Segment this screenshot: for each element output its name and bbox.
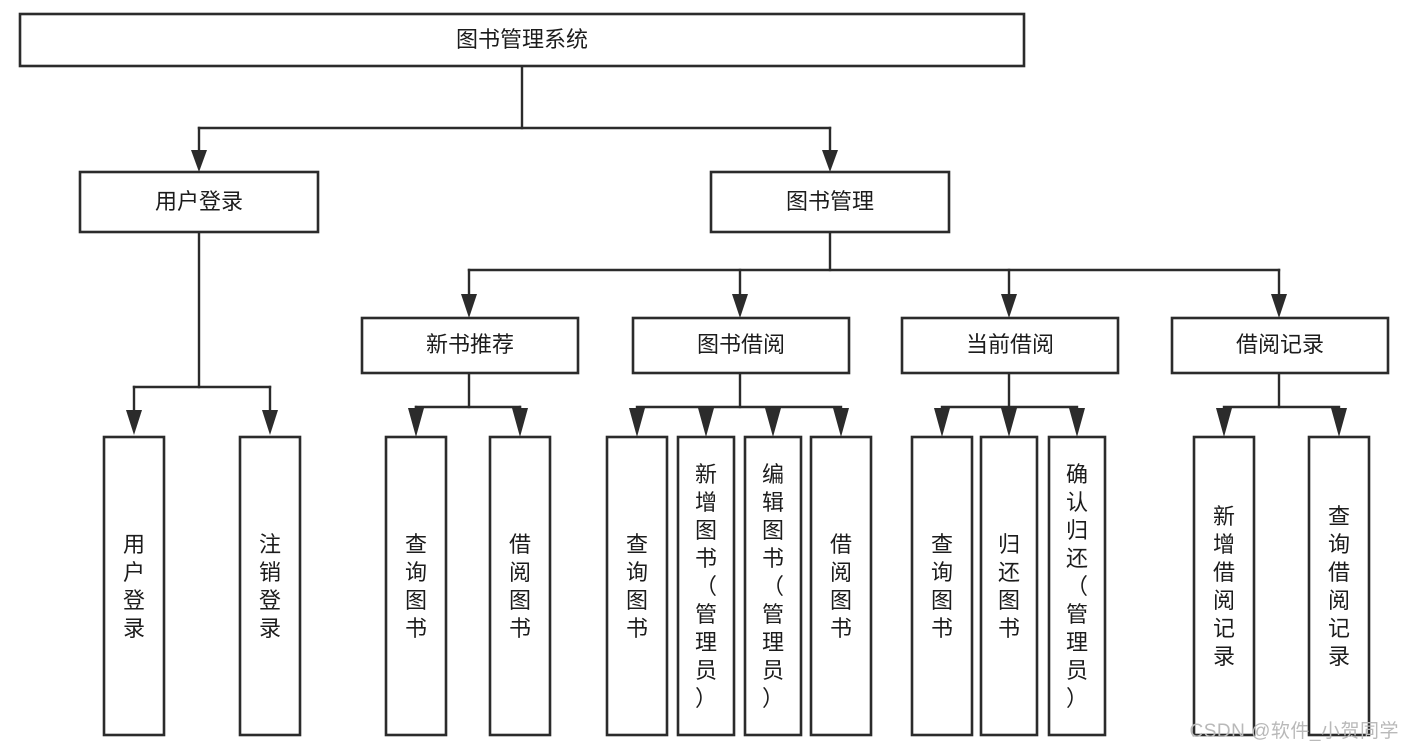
node-current-borrow-box <box>900 316 1120 375</box>
node-new-book-recommend[interactable]: 新书推荐 <box>360 316 580 375</box>
arrow-borrow-leaf2 <box>698 408 714 437</box>
leaf-current-borrow-3-box <box>1047 435 1107 737</box>
leaf-user-login-2[interactable]: 注销登录 <box>238 435 302 737</box>
node-new-book-recommend-box <box>360 316 580 375</box>
leaf-current-borrow-2-label: 归还图书 <box>998 532 1020 641</box>
leaf-book-borrow-4[interactable]: 借阅图书 <box>809 435 873 737</box>
leaf-new-book-2[interactable]: 借阅图书 <box>488 435 552 737</box>
node-new-book-recommend-label: 新书推荐 <box>426 332 514 357</box>
leaf-book-borrow-1-label: 查询图书 <box>626 532 648 641</box>
node-user-login-label: 用户登录 <box>155 189 243 214</box>
leaf-current-borrow-3[interactable]: 确认归还（管理员） <box>1047 435 1107 737</box>
node-borrow-record-label: 借阅记录 <box>1236 332 1324 357</box>
node-book-borrow[interactable]: 图书借阅 <box>631 316 851 375</box>
node-book-management[interactable]: 图书管理 <box>709 170 951 234</box>
leaf-current-borrow-3-label: 确认归还（管理员） <box>1066 462 1088 711</box>
leaf-new-book-1[interactable]: 查询图书 <box>384 435 448 737</box>
leaf-user-login-1-label: 用户登录 <box>123 532 145 641</box>
leaf-book-borrow-2[interactable]: 新增图书（管理员） <box>676 435 736 737</box>
leaf-new-book-1-label: 查询图书 <box>405 532 427 641</box>
leaf-new-book-2-box <box>488 435 552 737</box>
leaf-borrow-record-1[interactable]: 新增借阅记录 <box>1192 435 1256 737</box>
leaf-current-borrow-1-box <box>910 435 974 737</box>
node-borrow-record[interactable]: 借阅记录 <box>1170 316 1390 375</box>
arrow-book-mgmt-c1 <box>461 294 477 318</box>
arrow-record-leaf2 <box>1331 408 1347 437</box>
arrow-book-mgmt-c4 <box>1271 294 1287 318</box>
leaf-book-borrow-3[interactable]: 编辑图书（管理员） <box>743 435 803 737</box>
arrow-borrow-leaf1 <box>629 408 645 437</box>
leaf-book-borrow-3-label: 编辑图书（管理员） <box>762 462 784 711</box>
leaf-new-book-1-box <box>384 435 448 737</box>
connector-layer <box>126 64 1347 437</box>
leaf-borrow-record-1-label: 新增借阅记录 <box>1213 504 1235 669</box>
arrow-root-to-user-login <box>191 150 207 172</box>
arrow-current-leaf3 <box>1069 408 1085 437</box>
node-root-system[interactable]: 图书管理系统 <box>18 12 1026 68</box>
leaf-book-borrow-3-box <box>743 435 803 737</box>
node-borrow-record-box <box>1170 316 1390 375</box>
arrow-book-mgmt-c3 <box>1001 294 1017 318</box>
arrow-current-leaf1 <box>934 408 950 437</box>
arrow-record-leaf1 <box>1216 408 1232 437</box>
leaf-book-borrow-4-label: 借阅图书 <box>830 532 852 641</box>
arrow-newbook-leaf2 <box>512 408 528 437</box>
leaf-book-borrow-2-box <box>676 435 736 737</box>
csdn-watermark: CSDN @软件_小贺同学 <box>1189 721 1399 742</box>
leaf-current-borrow-1[interactable]: 查询图书 <box>910 435 974 737</box>
node-user-login[interactable]: 用户登录 <box>78 170 320 234</box>
leaf-current-borrow-1-label: 查询图书 <box>931 532 953 641</box>
leaf-new-book-2-label: 借阅图书 <box>509 532 531 641</box>
leaf-user-login-2-label: 注销登录 <box>259 532 281 641</box>
leaf-borrow-record-2-box <box>1307 435 1371 737</box>
arrow-borrow-leaf4 <box>833 408 849 437</box>
node-book-management-box <box>709 170 951 234</box>
leaf-book-borrow-4-box <box>809 435 873 737</box>
arrow-root-to-book-mgmt <box>822 150 838 172</box>
node-root-box <box>18 12 1026 68</box>
leaf-borrow-record-2[interactable]: 查询借阅记录 <box>1307 435 1371 737</box>
arrow-user-login-leaf2 <box>262 410 278 435</box>
node-current-borrow[interactable]: 当前借阅 <box>900 316 1120 375</box>
leaf-book-borrow-2-label: 新增图书（管理员） <box>695 462 717 711</box>
leaf-user-login-1-box <box>102 435 166 737</box>
arrow-current-leaf2 <box>1001 408 1017 437</box>
leaf-user-login-1[interactable]: 用户登录 <box>102 435 166 737</box>
arrow-borrow-leaf3 <box>765 408 781 437</box>
node-book-management-label: 图书管理 <box>786 189 874 214</box>
leaf-user-login-2-box <box>238 435 302 737</box>
node-root-label: 图书管理系统 <box>456 27 588 52</box>
leaf-current-borrow-2-box <box>979 435 1039 737</box>
leaf-book-borrow-1-box <box>605 435 669 737</box>
arrow-newbook-leaf1 <box>408 408 424 437</box>
node-book-borrow-box <box>631 316 851 375</box>
leaf-current-borrow-2[interactable]: 归还图书 <box>979 435 1039 737</box>
node-user-login-box <box>78 170 320 234</box>
node-book-borrow-label: 图书借阅 <box>697 332 785 357</box>
leaf-book-borrow-1[interactable]: 查询图书 <box>605 435 669 737</box>
arrow-user-login-leaf1 <box>126 410 142 435</box>
node-current-borrow-label: 当前借阅 <box>966 332 1054 357</box>
leaf-borrow-record-2-label: 查询借阅记录 <box>1328 504 1350 669</box>
arrow-book-mgmt-c2 <box>732 294 748 318</box>
leaf-borrow-record-1-box <box>1192 435 1256 737</box>
